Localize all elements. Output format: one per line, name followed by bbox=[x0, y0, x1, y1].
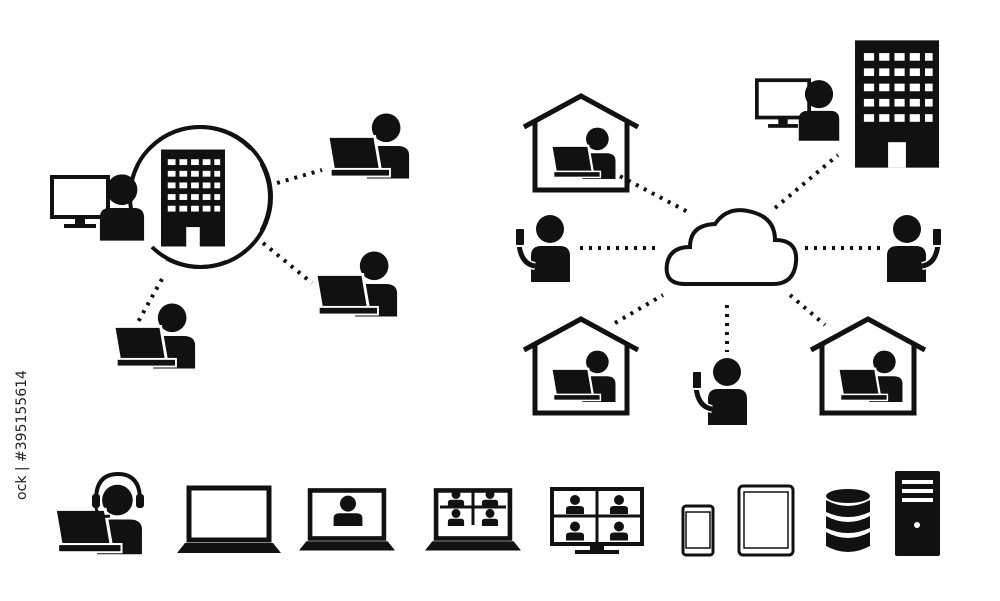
stock-credit-text: ock | #395155614 bbox=[14, 370, 30, 500]
office-building-icon bbox=[855, 40, 939, 168]
video-call-laptop-icon bbox=[299, 490, 395, 550]
laptop-worker-icon bbox=[326, 111, 411, 180]
smartphone-user-icon bbox=[515, 215, 570, 282]
cloud-network-group bbox=[515, 40, 942, 425]
cloud-icon bbox=[664, 208, 799, 286]
group-video-call-laptop-icon bbox=[425, 490, 521, 551]
device-icons-row bbox=[53, 471, 940, 557]
connection-lines bbox=[580, 153, 880, 352]
laptop-worker-icon bbox=[112, 301, 197, 370]
office-building-icon bbox=[161, 149, 225, 247]
monitor-icon bbox=[50, 175, 110, 230]
laptop-worker-icon bbox=[314, 249, 399, 318]
database-icon bbox=[826, 489, 870, 552]
connection-lines bbox=[136, 168, 323, 323]
office-hub-group bbox=[50, 111, 411, 370]
home-office-icon bbox=[811, 319, 925, 413]
smartphone-user-icon bbox=[887, 215, 942, 282]
tablet-icon bbox=[737, 484, 795, 557]
smartphone-icon bbox=[681, 504, 715, 557]
laptop-icon bbox=[177, 488, 281, 553]
group-video-call-monitor-icon bbox=[550, 487, 644, 554]
headset-operator-icon bbox=[53, 471, 144, 555]
smartphone-user-icon bbox=[692, 358, 747, 425]
home-office-icon bbox=[524, 319, 638, 413]
server-tower-icon bbox=[895, 471, 940, 556]
